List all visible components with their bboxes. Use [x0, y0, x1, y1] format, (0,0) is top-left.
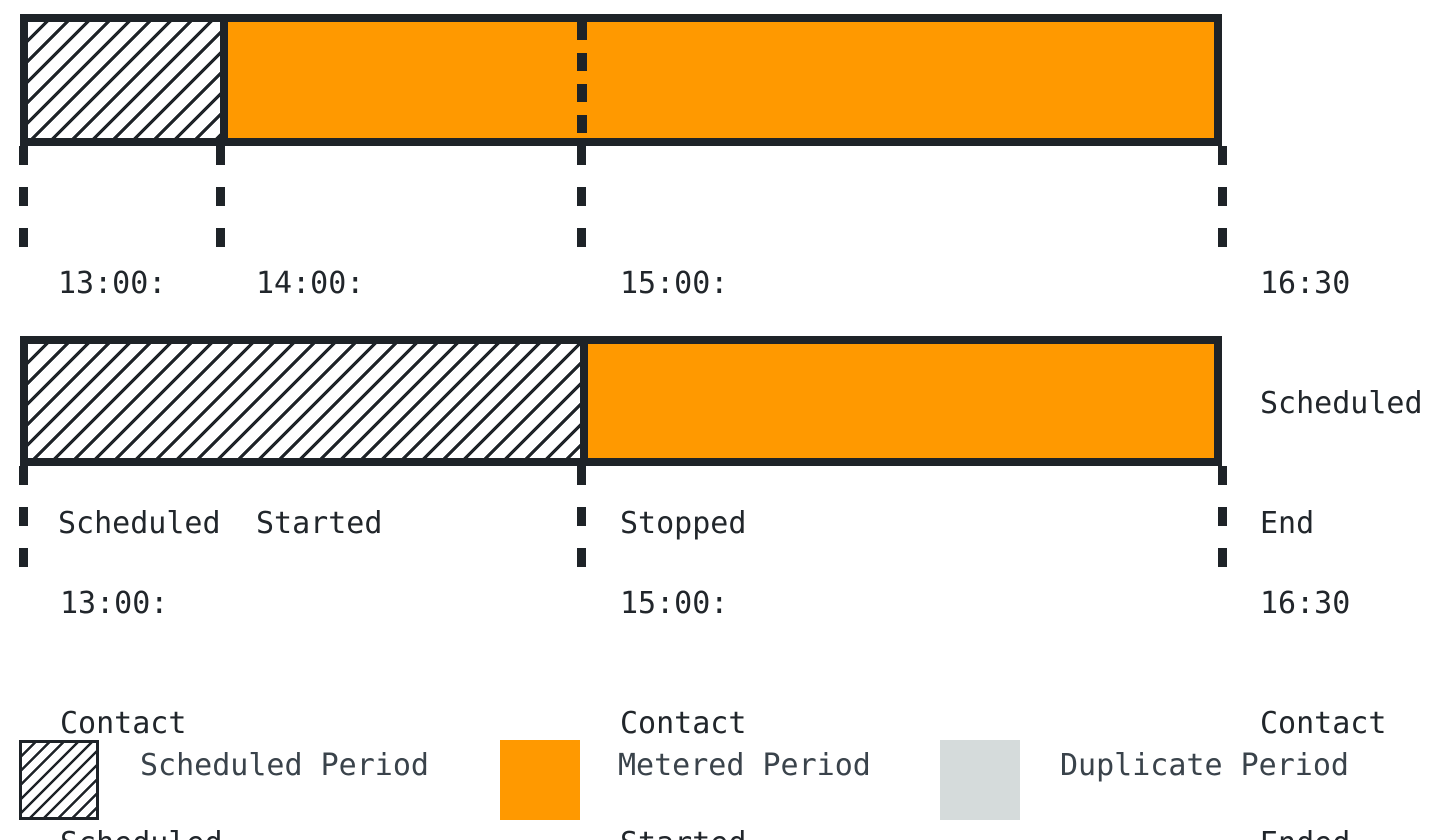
marker-text: Contact: [620, 706, 747, 741]
marker-text: Started: [256, 506, 383, 541]
marker-time: 15:00:: [620, 266, 729, 301]
timeline2-tick-16-30: [1218, 466, 1227, 568]
timeline1-metered-period-segment: [228, 22, 1214, 138]
marker-text: End: [1260, 506, 1315, 541]
marker-text: Scheduled: [60, 824, 223, 840]
timeline1-contact-stopped-dashed-line: [577, 22, 587, 137]
timeline2-marker-label-contact-started: 15:00: Contact Started: [620, 504, 746, 840]
marker-text: Scheduled: [1260, 386, 1423, 421]
timeline1-tick-15-00: [577, 146, 586, 248]
marker-time: 13:00:: [60, 586, 169, 621]
marker-text: Contact: [60, 706, 187, 741]
marker-text: Started: [620, 824, 746, 840]
timeline1-bar: [20, 14, 1222, 146]
timeline2-marker-label-contact-ended: 16:30 Contact Ended: [1260, 504, 1386, 840]
timeline1-tick-16-30: [1218, 146, 1227, 248]
timeline1-tick-13-00: [19, 146, 28, 248]
timeline1-tick-14-00: [216, 146, 225, 248]
marker-time: 14:00:: [256, 266, 365, 301]
marker-text: Stopped: [620, 506, 747, 541]
timeline1-marker-label-scheduled-end: 16:30 Scheduled End: [1260, 184, 1423, 624]
marker-text: Ended: [1260, 824, 1386, 840]
timeline2-marker-label-contact-scheduled: 13:00: Contact Scheduled: [60, 504, 223, 840]
marker-time: 15:00:: [620, 586, 729, 621]
timeline2-bar: [20, 336, 1222, 466]
duplicate-period-label: Duplicate Period: [1060, 748, 1349, 783]
timeline2-metered-period-segment: [588, 344, 1214, 458]
scheduled-period-label: Scheduled Period: [140, 748, 429, 783]
timeline1-scheduled-period-segment: [28, 22, 228, 138]
marker-time: 16:30: [1260, 266, 1351, 301]
marker-time: 13:00:: [58, 266, 167, 301]
timeline2-tick-15-00: [577, 466, 586, 568]
scheduled-period-swatch: [19, 740, 99, 820]
timeline2-scheduled-period-segment: [28, 344, 588, 458]
marker-text: Contact: [1260, 706, 1387, 741]
timeline2-tick-13-00: [19, 466, 28, 568]
marker-text: Scheduled: [58, 506, 221, 541]
metered-period-label: Metered Period: [618, 748, 871, 783]
marker-time: 16:30: [1260, 586, 1351, 621]
metered-period-swatch: [500, 740, 580, 820]
duplicate-period-swatch: [940, 740, 1020, 820]
